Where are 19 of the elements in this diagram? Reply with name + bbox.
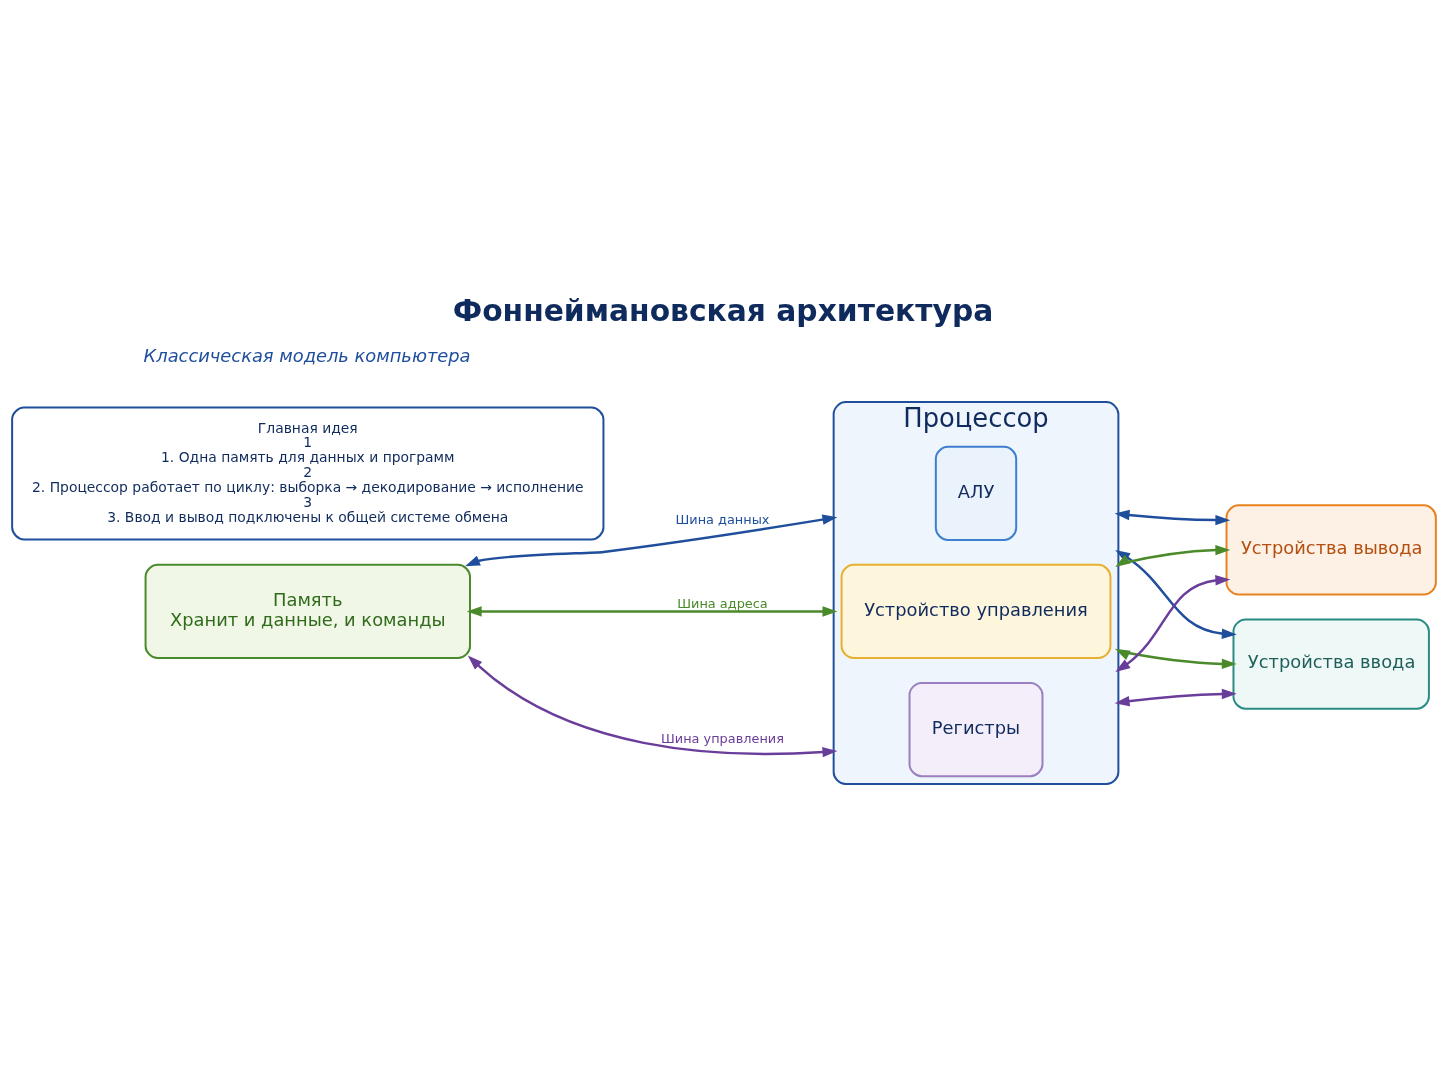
node-box: Главная идея 1 1. Одна память для данных и программ 2 2. Процессор работает по циклу: выборка → декодирование → исполнение 3 3. Ввод и вывод подключены к общей системе обмена <box>11 406 605 541</box>
node-box: Регистры <box>908 681 1044 778</box>
arrow <box>1114 509 1231 526</box>
arrow <box>467 655 838 758</box>
node-box: Устройства ввода <box>1232 618 1430 710</box>
arrow <box>1114 688 1237 707</box>
arrow <box>1115 575 1231 673</box>
node-box: Устройство управления <box>840 563 1112 660</box>
caption: Классическая модель компьютера <box>143 344 471 366</box>
node-box: Память Хранит и данные, и команды <box>144 563 471 660</box>
node-box: Устройства вывода <box>1225 504 1437 596</box>
edge-label: Шина управления <box>661 730 784 746</box>
diagram-title: Фоннеймановская архитектура <box>452 292 994 328</box>
edge-label: Шина данных <box>675 511 770 527</box>
arrow <box>1115 648 1237 670</box>
node-box: АЛУ <box>934 445 1018 541</box>
arrow <box>466 606 838 617</box>
edge-label: Шина адреса <box>677 595 768 611</box>
arrow <box>465 514 838 567</box>
